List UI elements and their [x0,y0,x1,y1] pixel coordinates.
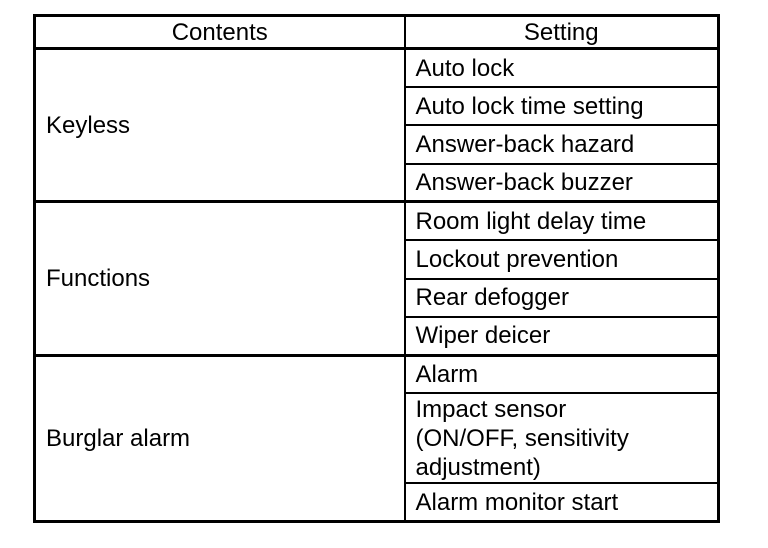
setting-cell: Wiper deicer [403,315,720,357]
table-row: Lockout prevention [35,239,720,280]
table-row: Impact sensor (ON/OFF, sensitivity adjus… [35,392,720,485]
setting-cell: Answer-back buzzer [403,162,720,203]
table-row: Alarm monitor start [35,482,720,523]
setting-cell: Alarm [403,353,720,395]
setting-cell: Auto lock time setting [403,86,720,127]
table-row: Auto lock time setting [35,86,720,127]
contents-cell-functions: Functions [33,200,406,357]
setting-cell: Alarm monitor start [403,482,720,523]
column-header-setting: Setting [403,14,720,51]
contents-cell-keyless: Keyless [33,47,406,203]
table-row: Rear defogger [35,277,720,318]
setting-cell: Impact sensor (ON/OFF, sensitivity adjus… [403,392,720,485]
contents-cell-burglar-alarm: Burglar alarm [33,353,406,523]
setting-cell: Auto lock [403,47,720,89]
table-row: Wiper deicer [35,315,720,357]
column-header-contents: Contents [33,14,406,51]
setting-cell: Room light delay time [403,200,720,242]
setting-cell: Rear defogger [403,277,720,318]
table-row: Answer-back buzzer [35,162,720,203]
setting-cell: Answer-back hazard [403,124,720,165]
setting-cell: Lockout prevention [403,239,720,280]
table-row: Answer-back hazard [35,124,720,165]
